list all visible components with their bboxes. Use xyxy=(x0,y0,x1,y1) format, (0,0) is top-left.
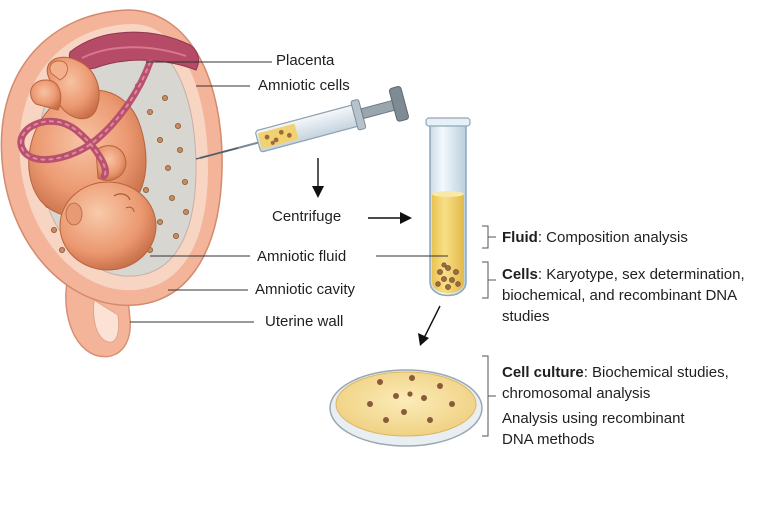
note-culture-text-3: Analysis using recombinant xyxy=(502,410,685,427)
petri-dish-illustration xyxy=(329,369,483,447)
result-brackets xyxy=(482,225,496,437)
label-uterine-wall: Uterine wall xyxy=(265,313,344,330)
note-culture-title: Cell culture xyxy=(502,364,584,381)
test-tube-illustration xyxy=(425,117,471,297)
label-amniotic-cavity: Amniotic cavity xyxy=(255,281,356,298)
note-cells: Cells: Karyotype, sex determination, bio… xyxy=(502,264,745,327)
label-centrifuge: Centrifuge xyxy=(272,208,342,225)
note-culture-text-4: DNA methods xyxy=(502,431,595,448)
label-amniotic-fluid: Amniotic fluid xyxy=(257,248,347,265)
label-placenta: Placenta xyxy=(276,52,335,69)
note-fluid: Fluid: Composition analysis xyxy=(502,227,688,248)
note-cell-culture: Cell culture: Biochemical studies, chrom… xyxy=(502,362,729,450)
note-culture-text-2: chromosomal analysis xyxy=(502,385,651,402)
note-culture-text-1: : Biochemical studies, xyxy=(583,364,729,381)
note-cells-title: Cells xyxy=(502,266,538,283)
note-fluid-text: : Composition analysis xyxy=(537,229,688,246)
note-cells-text-3: studies xyxy=(502,308,550,325)
syringe-illustration xyxy=(195,86,409,160)
label-amniotic-cells: Amniotic cells xyxy=(258,77,350,94)
note-cells-text-2: biochemical, and recombinant DNA xyxy=(502,287,738,304)
leader-lines xyxy=(130,61,448,323)
note-fluid-title: Fluid xyxy=(502,229,538,246)
note-cells-text-1: : Karyotype, sex determination, xyxy=(537,266,745,283)
process-arrows xyxy=(312,158,441,346)
